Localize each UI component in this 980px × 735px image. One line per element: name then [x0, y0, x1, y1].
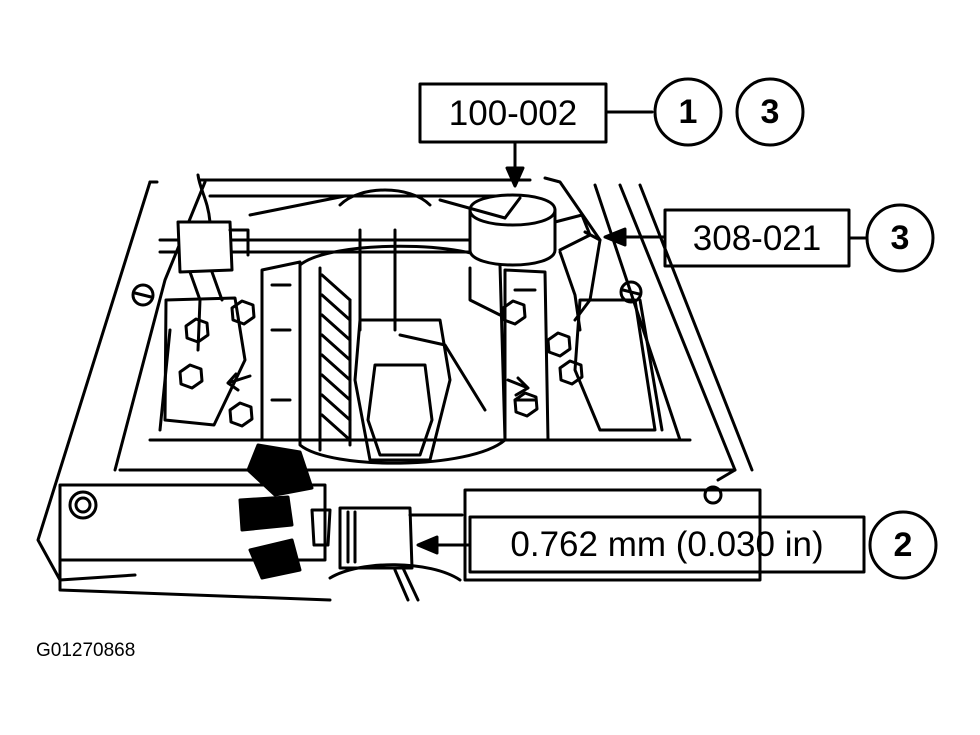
tool-code-308-021: 308-021	[692, 218, 822, 258]
rocking-arrows	[238, 443, 314, 580]
step-number-1: 1	[678, 93, 698, 131]
bearing-caps	[226, 260, 550, 442]
cover-bolts	[178, 299, 584, 428]
figure-id: G01270868	[36, 640, 136, 661]
step-number-3-right: 3	[890, 219, 910, 257]
dial-indicator	[158, 173, 602, 352]
step-number-2: 2	[893, 526, 913, 564]
step-number-3-top: 3	[760, 93, 780, 131]
backlash-measurement-label: 0.762 mm (0.030 in)	[510, 525, 824, 564]
ring-gear	[298, 228, 507, 465]
tool-code-100-002: 100-002	[448, 93, 578, 133]
callout-graphics	[416, 77, 938, 580]
feeler-gauge	[310, 488, 762, 602]
